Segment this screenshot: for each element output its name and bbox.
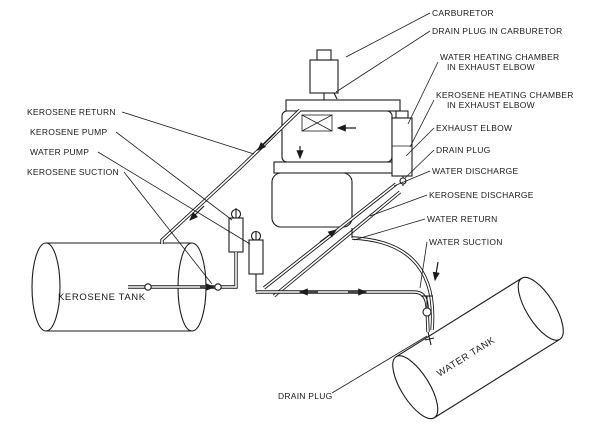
label-kerosene-return: KEROSENE RETURN [27, 107, 116, 117]
leader-water-pump [97, 151, 251, 245]
leader-lines [97, 12, 439, 394]
leader-kerosene-return [121, 111, 255, 155]
label-carburetor: CARBURETOR [432, 8, 494, 18]
pipe-water-suction-inner [256, 291, 429, 333]
label-kerosene-heating-chamber-line1: KEROSENE HEATING CHAMBER [436, 90, 574, 100]
label-water-pump: WATER PUMP [30, 147, 89, 157]
fittings [144, 283, 435, 346]
leader-drain-plug-carburetor [335, 30, 431, 93]
engine-lower-body [271, 172, 353, 228]
flow-arrow-return-2 [189, 205, 205, 221]
leader-kerosene-discharge [369, 194, 428, 217]
leader-kerosene-heating-chamber [409, 99, 435, 148]
engine-hatch-line-2 [301, 114, 333, 132]
water-tank-bottom-edge [434, 338, 561, 419]
flow-arrow-water-return-down [432, 261, 440, 282]
exhaust-elbow-connector [395, 110, 409, 119]
flow-arrow-discharge-up [319, 229, 337, 243]
pipes [128, 108, 435, 333]
label-exhaust-elbow: EXHAUST ELBOW [436, 123, 512, 133]
label-kerosene-heating-chamber-line2: IN EXHAUST ELBOW [447, 100, 535, 110]
pipe-water-return-inner [351, 237, 434, 331]
kerosene-pump-body [228, 217, 244, 253]
water-tank-label: WATER TANK [435, 335, 497, 380]
label-kerosene-discharge: KEROSENE DISCHARGE [429, 190, 534, 200]
pipe-kerosene-return-inner [161, 109, 301, 244]
label-water-heating-chamber-line1: WATER HEATING CHAMBER [440, 52, 559, 62]
labels: CARBURETOR DRAIN PLUG IN CARBURETOR WATE… [27, 8, 574, 401]
label-water-return: WATER RETURN [427, 214, 498, 224]
water-tank-petcock [422, 307, 432, 317]
pipe-kerosene-discharge-inner [273, 191, 401, 297]
water-tank-left-end [392, 355, 439, 420]
carburetor [309, 49, 339, 100]
leader-carburetor [345, 12, 431, 58]
exhaust-elbow-body [391, 117, 413, 177]
label-kerosene-suction: KEROSENE SUCTION [27, 167, 119, 177]
engine-flange [273, 161, 401, 174]
carburetor-body [309, 59, 339, 94]
kerosene-tank-label: KEROSENE TANK [58, 292, 146, 303]
pipe-kerosene-suction-inner [128, 252, 237, 288]
label-drain-plug-carburetor: DRAIN PLUG IN CARBURETOR [432, 26, 563, 36]
leader-kerosene-suction [123, 171, 213, 285]
engine-top-plate [285, 99, 401, 112]
label-water-heating-chamber-line2: IN EXHAUST ELBOW [447, 62, 535, 72]
engine-upper-body [281, 110, 393, 163]
engine [271, 99, 401, 228]
water-tank-top-edge [395, 277, 522, 358]
carburetor-cap [316, 49, 332, 61]
tank-pipe-valve-2 [214, 283, 222, 291]
leader-exhaust-elbow [405, 127, 435, 157]
label-water-discharge: WATER DISCHARGE [432, 166, 518, 176]
label-drain-plug: DRAIN PLUG [436, 145, 490, 155]
kerosene-pump [228, 208, 244, 253]
label-water-suction: WATER SUCTION [429, 237, 503, 247]
water-tank-drain-plug-tick [424, 337, 435, 341]
label-kerosene-pump: KEROSENE PUMP [30, 127, 107, 137]
leader-drain-plug [404, 149, 435, 179]
flow-arrows [189, 124, 440, 296]
leader-water-heating-chamber [407, 61, 439, 125]
tank-pipe-valve-1 [144, 283, 152, 291]
pipe-water-suction-outer [256, 290, 430, 333]
leader-kerosene-pump [115, 131, 233, 221]
leader-water-suction [419, 241, 428, 289]
exhaust-elbow [391, 110, 413, 186]
water-pump-body [248, 239, 264, 275]
water-tank: WATER TANK [392, 276, 564, 420]
water-tank-right-end [517, 276, 564, 341]
engine-hatch-box [301, 114, 333, 132]
leader-drain-plug-bottom [331, 335, 428, 394]
kerosene-tank-left-end [31, 242, 61, 332]
label-drain-plug-bottom: DRAIN PLUG [278, 391, 332, 401]
leader-water-return [353, 218, 426, 241]
leader-water-discharge [393, 170, 431, 187]
carburetor-drain-plug [333, 92, 338, 100]
flow-arrow-return-1 [257, 131, 277, 151]
